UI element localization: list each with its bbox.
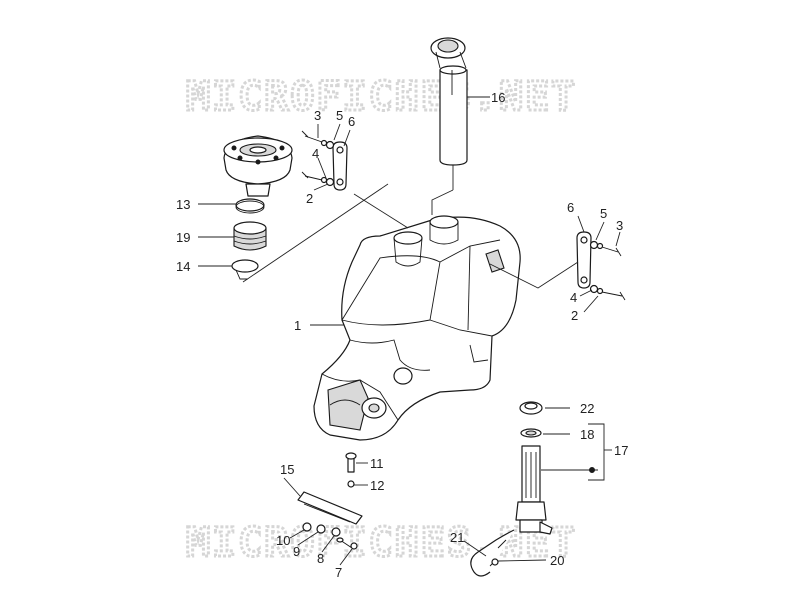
callout-2-left: 2: [306, 191, 313, 206]
callout-22: 22: [580, 401, 594, 416]
callout-9: 9: [293, 544, 300, 559]
filler-neck-assembly: [223, 135, 293, 197]
callout-5-right: 5: [600, 206, 607, 221]
callout-21: 21: [450, 530, 464, 545]
callout-17: 17: [614, 443, 628, 458]
leader-lines: [198, 96, 621, 566]
callout-7: 7: [335, 565, 342, 580]
right-bracket-hardware: [576, 231, 626, 301]
callout-18: 18: [580, 427, 594, 442]
callout-12: 12: [370, 478, 384, 493]
callout-3-right: 3: [616, 218, 623, 233]
watermark-top: MICROFICHES.NET: [186, 74, 577, 120]
fuel-tank: [313, 215, 521, 441]
watermark-bottom: MICROFICHES.NET: [186, 520, 577, 566]
callout-labels: 1 16 3 5 6 4 2 13 19 14 6 5 3 4 2 22 18 …: [176, 90, 628, 580]
rubber-grommet-19: [233, 221, 267, 251]
callout-2-right: 2: [571, 308, 578, 323]
callout-20: 20: [550, 553, 564, 568]
callout-3-left: 3: [314, 108, 321, 123]
hose-clamp-14: [231, 259, 259, 280]
callout-6-left: 6: [348, 114, 355, 129]
callout-13: 13: [176, 197, 190, 212]
callout-8: 8: [317, 551, 324, 566]
hose-clamp-13: [235, 198, 265, 214]
callout-6-right: 6: [567, 200, 574, 215]
callout-1: 1: [294, 318, 301, 333]
callout-19: 19: [176, 230, 190, 245]
callout-14: 14: [176, 259, 190, 274]
mounting-plate-assembly: [297, 452, 363, 550]
callout-11: 11: [370, 456, 384, 471]
fuel-tap-assembly: [470, 401, 553, 577]
left-bracket-hardware: [301, 130, 348, 191]
fuel-level-sender: [430, 37, 468, 166]
callout-5-left: 5: [336, 108, 343, 123]
callout-4-right: 4: [570, 290, 577, 305]
callout-4-left: 4: [312, 146, 319, 161]
callout-10: 10: [276, 533, 290, 548]
callout-16: 16: [491, 90, 505, 105]
callout-15: 15: [280, 462, 294, 477]
